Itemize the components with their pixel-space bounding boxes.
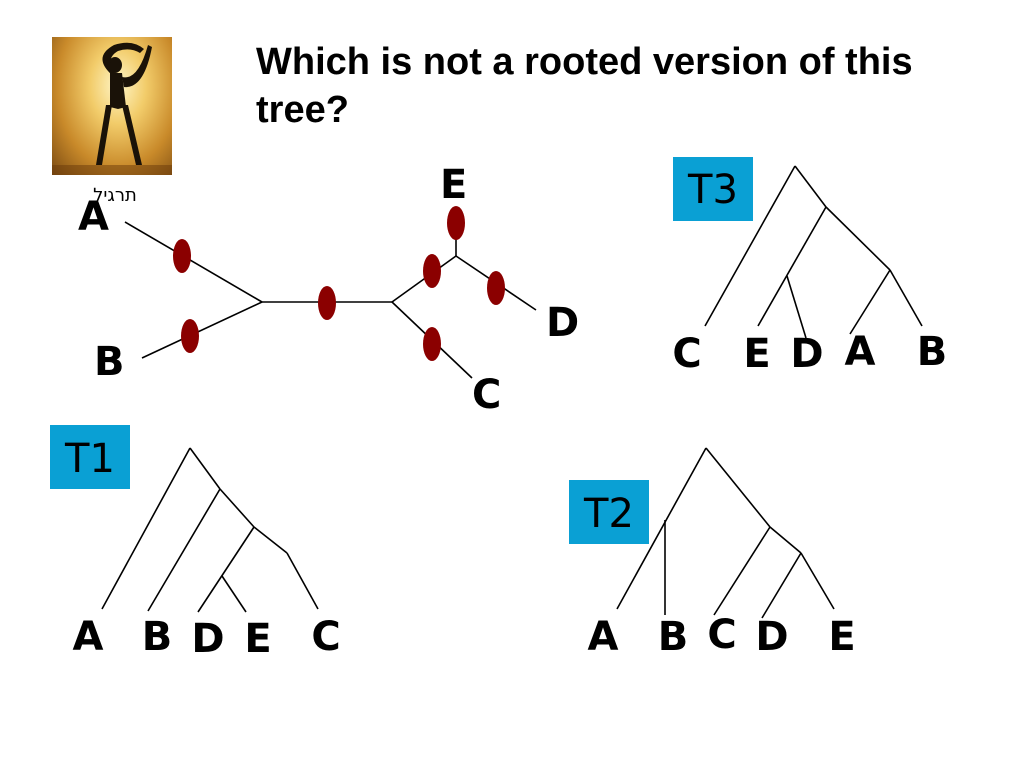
edge-markers: [173, 206, 505, 361]
leaf-label-e: E: [440, 162, 467, 208]
leaf-label: E: [743, 331, 770, 377]
edge-marker[interactable]: [173, 239, 191, 273]
tree-label-box: [673, 157, 753, 221]
leaf-label: D: [790, 331, 823, 377]
leaf-label: A: [588, 614, 619, 660]
leaf-label-a: A: [78, 194, 109, 240]
edge-a: [124, 221, 263, 303]
tree-t1: T1 A B D E C: [50, 425, 341, 662]
leaf-label: B: [658, 614, 689, 660]
edge-b: [141, 301, 263, 359]
edge-marker[interactable]: [181, 319, 199, 353]
leaf-label: C: [672, 331, 701, 377]
leaf-label: B: [142, 614, 173, 660]
tree-t2: T2 A B C D E: [569, 447, 856, 660]
leaf-label-b: B: [94, 339, 125, 385]
tree-label: T2: [583, 491, 634, 537]
thumbnail-caption: תרגיל: [93, 185, 137, 206]
edge-marker[interactable]: [423, 327, 441, 361]
tree-label: T3: [687, 167, 738, 213]
stretching-figure-icon: [52, 42, 172, 175]
edge-marker[interactable]: [318, 286, 336, 320]
leaf-label: A: [73, 614, 104, 660]
edge-marker[interactable]: [487, 271, 505, 305]
tree-t3: T3 C E D A B: [672, 157, 947, 377]
exercise-thumbnail-image: [52, 37, 172, 175]
leaf-label: A: [845, 329, 876, 375]
edge-internal-2: [391, 255, 457, 303]
tree-label-box: [569, 480, 649, 544]
leaf-label: C: [311, 614, 340, 660]
leaf-label: C: [707, 612, 736, 658]
leaf-label: D: [191, 616, 224, 662]
edge-marker[interactable]: [423, 254, 441, 288]
leaf-label: B: [917, 329, 948, 375]
leaf-label: E: [828, 614, 855, 660]
leaf-label-d: D: [546, 300, 579, 346]
tree-label-box: [50, 425, 130, 489]
edge-marker[interactable]: [447, 206, 465, 240]
tree-label: T1: [64, 436, 115, 482]
leaf-label-c: C: [472, 372, 501, 418]
leaf-label: E: [244, 616, 271, 662]
question-title: Which is not a rooted version of this tr…: [256, 41, 913, 131]
unrooted-tree: A B E D C: [78, 162, 579, 418]
leaf-label: D: [755, 614, 788, 660]
